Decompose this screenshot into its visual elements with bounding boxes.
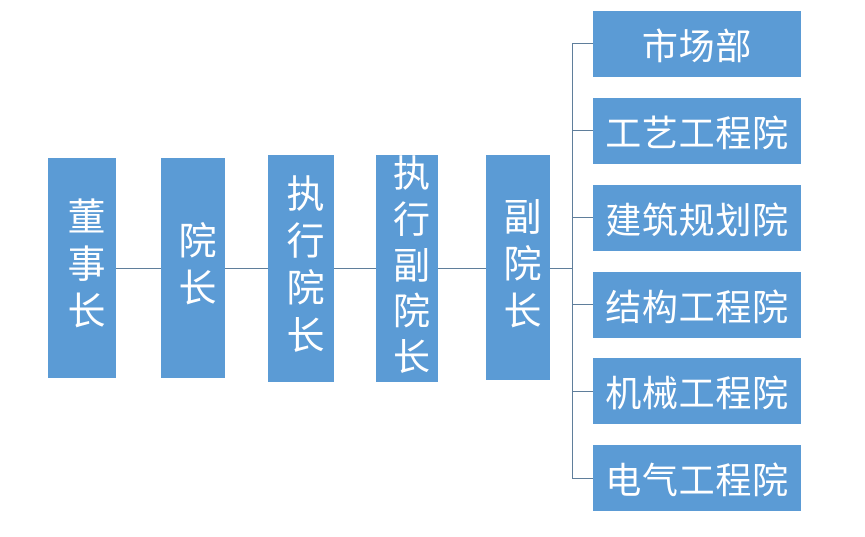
node-president-label: 院长 xyxy=(172,220,214,316)
node-mechanical-engineering[interactable]: 机械工程院 xyxy=(593,358,801,424)
connector-branch-marketing xyxy=(572,43,593,44)
node-electrical-engineering-label: 电气工程院 xyxy=(605,461,789,501)
connector-president-exec-president xyxy=(225,268,268,269)
node-chairman[interactable]: 董事长 xyxy=(48,158,116,378)
node-exec-vice-president[interactable]: 执行副院长 xyxy=(376,153,438,384)
node-exec-vice-president-label: 执行副院长 xyxy=(386,153,428,384)
node-president[interactable]: 院长 xyxy=(161,158,225,378)
node-architectural-planning[interactable]: 建筑规划院 xyxy=(593,185,801,251)
node-mechanical-engineering-label: 机械工程院 xyxy=(605,374,789,414)
node-structural-engineering[interactable]: 结构工程院 xyxy=(593,272,801,338)
node-structural-engineering-label: 结构工程院 xyxy=(605,288,789,328)
connector-branch-mechanical-engineering xyxy=(572,391,593,392)
connector-chairman-president xyxy=(116,268,161,269)
node-vice-president[interactable]: 副院长 xyxy=(486,155,550,380)
connector-exec-president-exec-vice-president xyxy=(334,268,376,269)
node-marketing-label: 市场部 xyxy=(641,27,753,67)
node-process-engineering-label: 工艺工程院 xyxy=(605,114,789,154)
node-marketing[interactable]: 市场部 xyxy=(593,11,801,77)
node-exec-president[interactable]: 执行院长 xyxy=(268,155,334,382)
connector-branch-structural-engineering xyxy=(572,304,593,305)
node-vice-president-label: 副院长 xyxy=(497,196,539,339)
connector-branch-process-engineering xyxy=(572,130,593,131)
connector-vice-president-trunk xyxy=(550,268,572,269)
connector-exec-vice-president-vice-president xyxy=(438,268,486,269)
node-process-engineering[interactable]: 工艺工程院 xyxy=(593,98,801,164)
node-chairman-label: 董事长 xyxy=(61,197,103,339)
node-exec-president-label: 执行院长 xyxy=(280,174,322,363)
connector-branch-architectural-planning xyxy=(572,217,593,218)
connector-branch-electrical-engineering xyxy=(572,478,593,479)
node-electrical-engineering[interactable]: 电气工程院 xyxy=(593,445,801,511)
node-architectural-planning-label: 建筑规划院 xyxy=(605,201,789,241)
connector-trunk-vertical xyxy=(572,43,573,478)
